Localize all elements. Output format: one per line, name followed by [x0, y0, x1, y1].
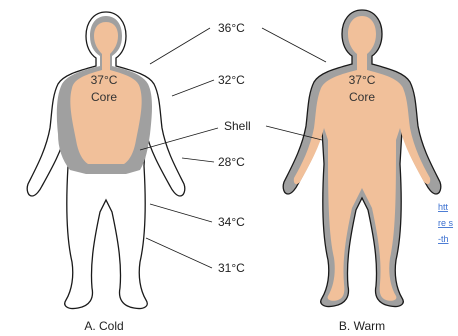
overlay-link-line-1[interactable]: htt: [438, 202, 449, 212]
leader-32: [172, 80, 214, 96]
cold-caption: A. Cold: [84, 319, 123, 333]
overlay-link-line-2[interactable]: re s: [438, 218, 454, 228]
label-28c: 28°C: [218, 155, 245, 169]
cold-core-label: Core: [91, 90, 117, 104]
warm-core-region: [294, 16, 430, 301]
leader-34: [150, 204, 212, 222]
label-36c: 36°C: [218, 21, 245, 35]
leader-36-warm: [262, 28, 326, 62]
label-32c: 32°C: [218, 73, 245, 87]
leader-36-cold: [150, 28, 210, 64]
label-shell: Shell: [224, 119, 251, 133]
leader-31: [146, 238, 212, 268]
warm-core-label: Core: [349, 90, 375, 104]
overlay-link[interactable]: htt re s -th: [436, 196, 458, 252]
overlay-link-line-3[interactable]: -th: [438, 234, 449, 244]
figure-warm: 37°C Core B. Warm: [283, 10, 441, 333]
warm-caption: B. Warm: [339, 319, 385, 333]
cold-core-temp: 37°C: [91, 73, 118, 87]
leader-28: [182, 158, 214, 162]
label-31c: 31°C: [218, 261, 245, 275]
figure-cold: 37°C Core A. Cold: [27, 12, 185, 333]
warm-core-temp: 37°C: [349, 73, 376, 87]
label-34c: 34°C: [218, 215, 245, 229]
